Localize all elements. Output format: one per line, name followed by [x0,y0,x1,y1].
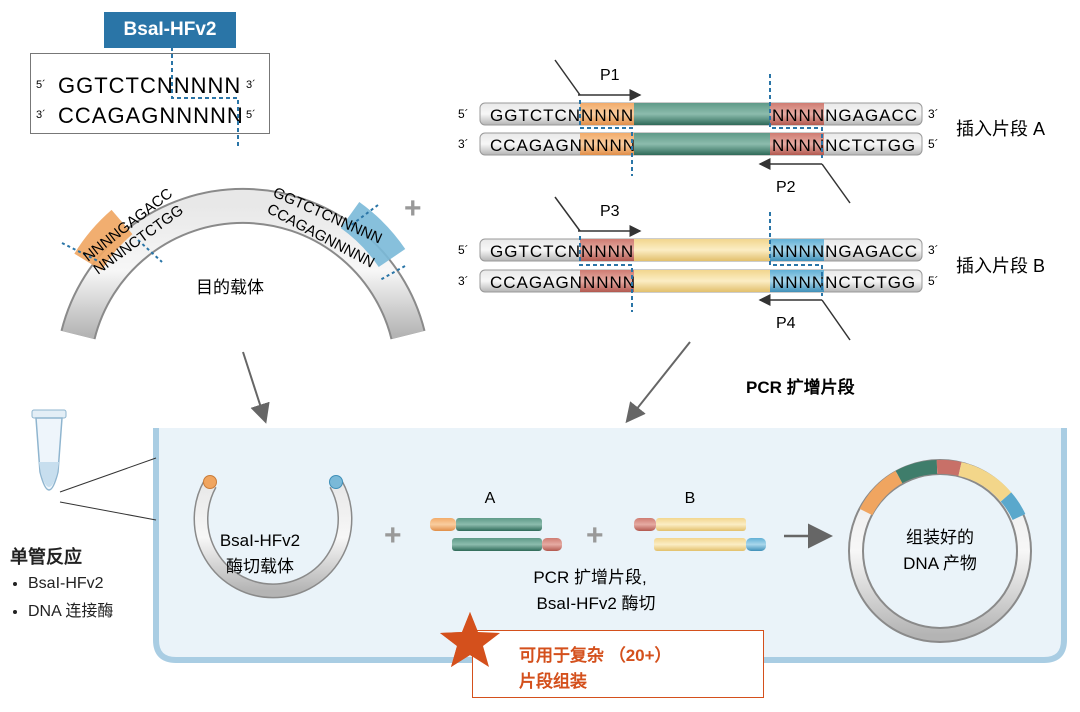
star-overlay [440,612,500,667]
cut-vector-label: 酶切载体 [226,557,294,576]
prime-label: 5´ [36,79,46,91]
cut-vector-label: BsaI-HFv2 [220,531,300,550]
prime-label: 3´ [928,107,939,121]
insert-b-label: 插入片段 B [956,256,1045,276]
fragment-b-label: B [685,490,696,507]
seq-text: NNNNNGAGACC [772,106,918,125]
single-tube-title: 单管反应 [10,547,82,567]
primer-label-p2: P2 [776,179,796,196]
insert-a-label: 插入片段 A [956,119,1045,139]
vector-overhang-orange [74,209,133,271]
prime-label: 5´ [458,107,469,121]
fragment-a-label: A [485,490,496,507]
overhang-orange [203,475,217,489]
prime-label: 3´ [928,243,939,257]
seq-text: GGTCTCNNNNN [490,242,634,261]
overhang-blue [329,475,343,489]
vector-label: 目的载体 [196,278,264,297]
note-box: 可用于复杂 （20+） 片段组装 [472,630,764,698]
insert-fragment-a: GGTCTCNNNNN NNNNNGAGACC CCAGAGNNNNN NNNN… [458,59,939,204]
prime-label: 5´ [928,274,939,288]
cut-site-line [171,47,239,148]
prime-label: 3´ [246,79,256,91]
fragment-a-cut: A [430,490,562,551]
fragment-b-cut: B [634,490,766,551]
top-strand-seq: GGTCTCNNNNN [58,73,241,98]
prime-label: 3´ [458,274,469,288]
prime-label: 3´ [36,109,46,121]
seq-text: CCAGAGNNNNN [490,273,636,292]
star-icon [440,612,500,667]
target-vector-arc: NNNNGAGACC NNNNCTCTGG GGTCTCNNNNN CCAGAG… [60,184,426,340]
primer-label-p3: P3 [600,203,620,220]
recognition-sequence: 5´ GGTCTCNNNNN 3´ 3´ CCAGAGNNNNN 5´ [36,47,256,148]
pcr-digest-label: PCR 扩增片段, [533,568,646,587]
assembled-product: 组装好的 DNA 产物 [848,459,1032,643]
flow-arrow [242,351,270,424]
list-item: BsaI-HFv2 [28,575,113,593]
note-line: 可用于复杂 （20+） [519,646,672,665]
insert-fragment-b: GGTCTCNNNNN NNNNNGAGACC CCAGAGNNNNN NNNN… [458,196,939,341]
note-line: 片段组装 [519,672,587,691]
prime-label: 5´ [458,243,469,257]
bottom-strand-seq: CCAGAGNNNNN [58,103,244,128]
plus-sign: + [384,519,402,552]
product-label: 组装好的 [906,528,974,547]
primer-label-p1: P1 [600,67,620,84]
vector-overhang-blue [340,201,406,268]
reagent-list: BsaI-HFv2 DNA 连接酶 [10,575,113,621]
prime-label: 3´ [458,137,469,151]
prime-label: 5´ [246,109,256,121]
enzyme-tag: BsaI-HFv2 [104,12,236,48]
list-item: DNA 连接酶 [28,597,113,621]
plus-sign: + [404,192,422,225]
seq-text: CCAGAGNNNNN [490,136,636,155]
product-label: DNA 产物 [903,554,977,573]
single-tube-reaction: 单管反应 BsaI-HFv2 DNA 连接酶 [10,543,113,625]
prime-label: 5´ [928,137,939,151]
plus-sign: + [586,519,604,552]
seq-text: NNNNNGAGACC [772,242,918,261]
seq-text: NNNNNCTCTGG [772,273,916,292]
seq-text: GGTCTCNNNNN [490,106,634,125]
cut-vector: BsaI-HFv2 酶切载体 [193,475,353,599]
pcr-digest-label: BsaI-HFv2 酶切 [536,594,655,613]
pcr-label: PCR 扩增片段 [746,377,855,397]
seq-text: NNNNNCTCTGG [772,136,916,155]
tube-icon [31,409,157,521]
primer-label-p4: P4 [776,315,796,332]
recognition-site-box [30,53,270,134]
flow-arrow [625,341,691,424]
